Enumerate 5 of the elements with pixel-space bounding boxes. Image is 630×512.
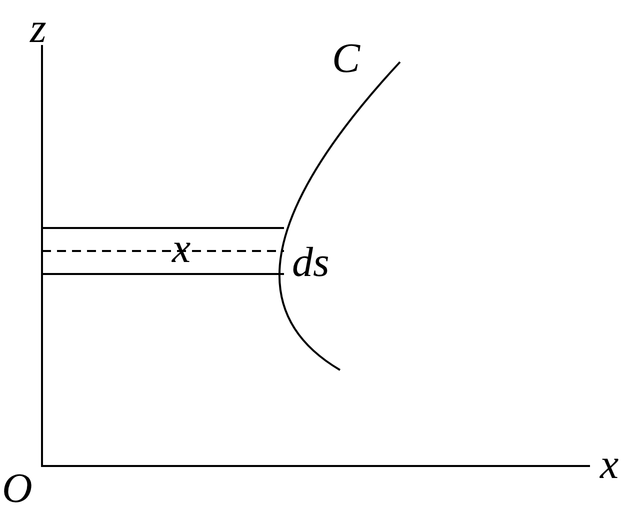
axis-label: z [30, 8, 46, 50]
axis-label: C [332, 38, 360, 80]
axis-label: O [2, 468, 32, 510]
axis-label: x [600, 444, 619, 486]
axis-label: ds [292, 242, 330, 284]
